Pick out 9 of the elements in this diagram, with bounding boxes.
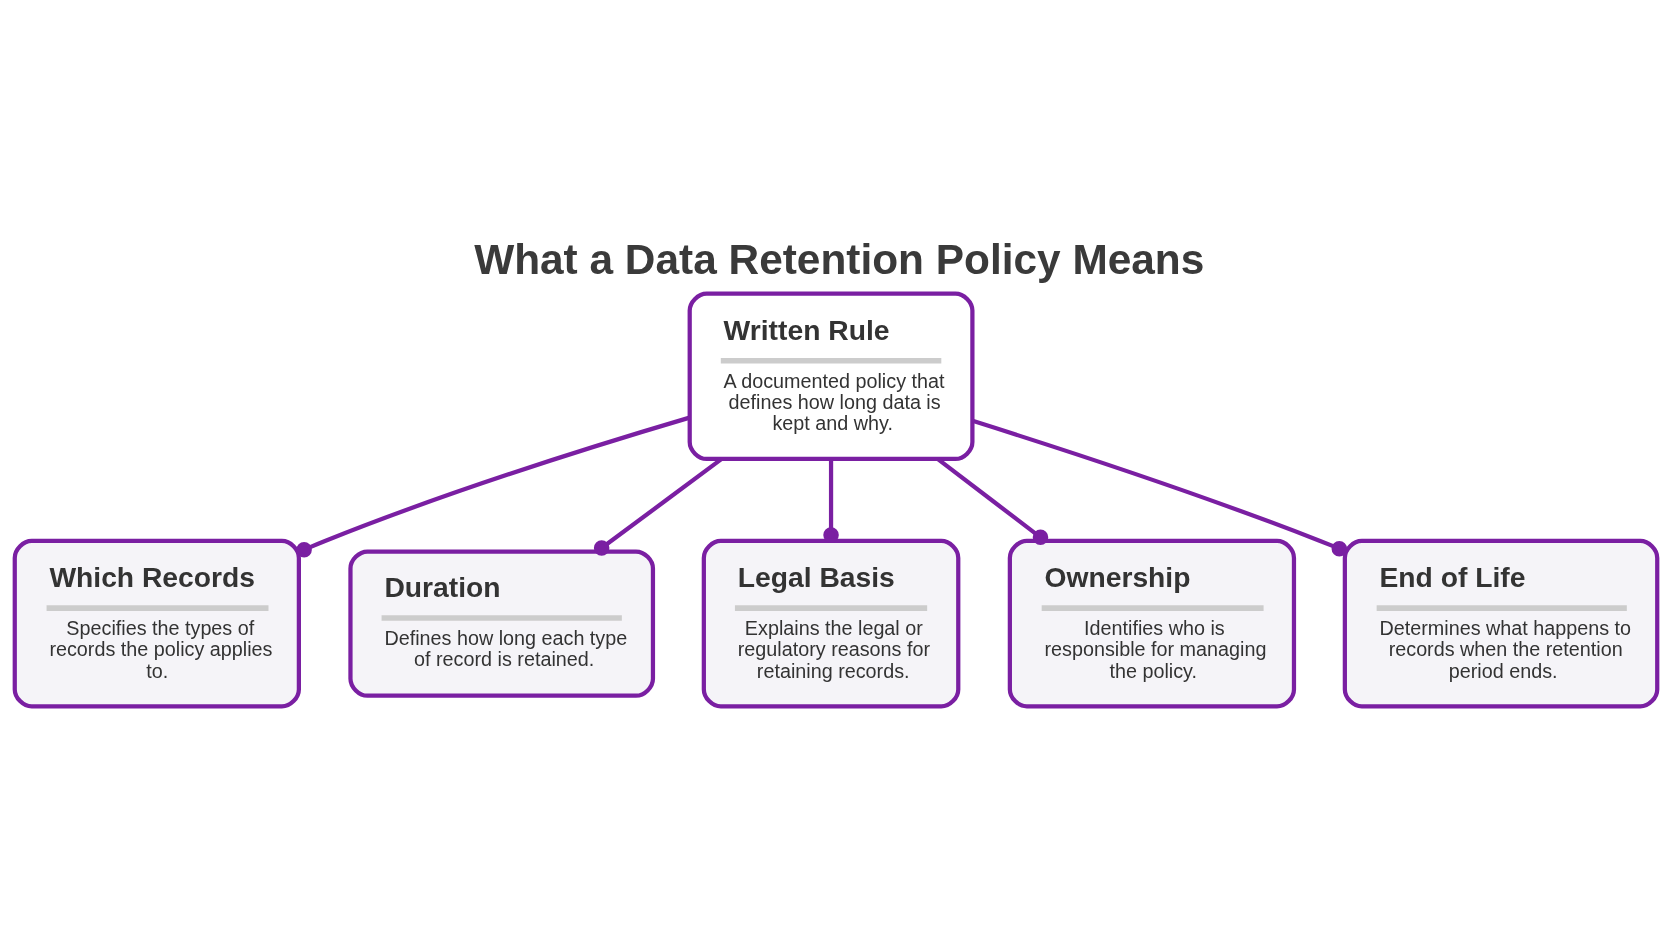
node-box: Duration Defines how long each type of record is retained. [348,548,656,698]
node-box: Legal Basis Explains the legal or regulatory reasons for retaining records. [701,538,961,708]
connector [971,418,1348,556]
node-box: Ownership Identifies who is responsible for managing the policy. [1007,538,1297,708]
connector [296,415,691,557]
node-box: Which Records Specifies the types of records the policy applies to. [12,538,301,708]
node-box: Written Rule A documented policy that defines how long data is kept and why. [687,291,975,461]
node-box: End of Life Determines what happens to records when the retention period ends. [1342,538,1660,708]
diagram-title: What a Data Retention Policy Means [474,235,1205,283]
